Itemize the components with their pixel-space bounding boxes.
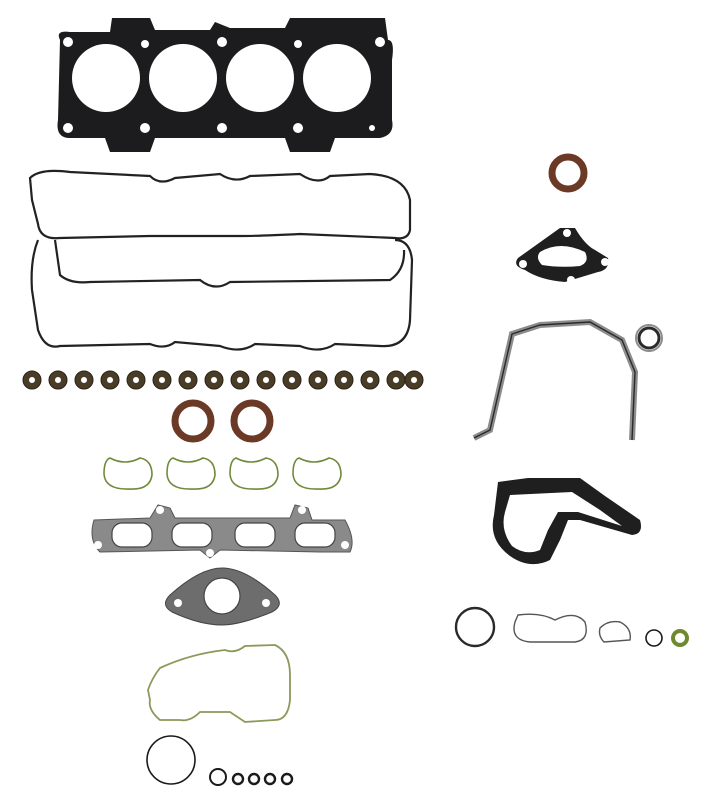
- intake-gaskets: [103, 457, 342, 490]
- lower-left-orings: [146, 735, 294, 786]
- exhaust-manifold-gasket: [91, 504, 353, 559]
- timing-cover-gasket: [472, 318, 663, 441]
- crank-cam-seals: [171, 153, 588, 443]
- lower-right-orings: [454, 606, 689, 648]
- valve-stem-seals: [22, 370, 424, 390]
- valve-cover-gasket: [28, 169, 414, 351]
- water-pump-gasket: [492, 478, 641, 565]
- oil-pan-seal: [147, 644, 291, 723]
- head-gasket: [57, 18, 393, 152]
- egr-gasket: [165, 567, 280, 626]
- thermostat-gasket: [516, 228, 609, 284]
